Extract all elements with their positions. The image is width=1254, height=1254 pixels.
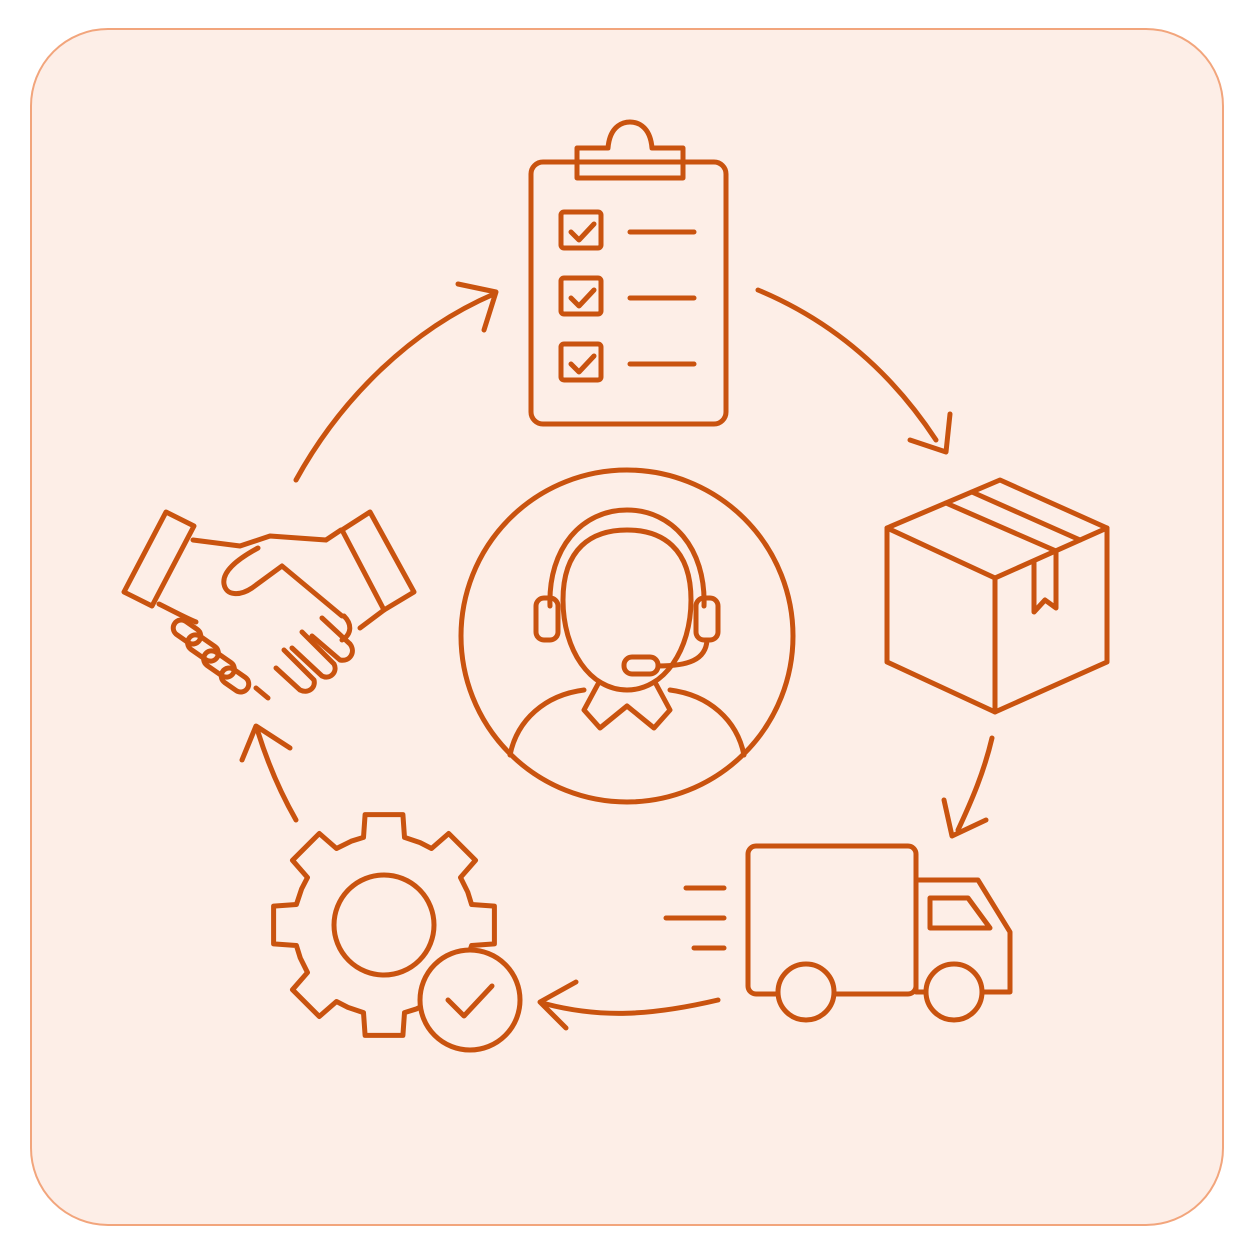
arrow-handshake-to-checklist bbox=[293, 281, 499, 483]
arrow-gear-to-handshake bbox=[239, 723, 299, 823]
diagram-card bbox=[30, 28, 1224, 1226]
arrow-box-to-truck bbox=[941, 735, 995, 839]
arrow-truck-to-gear bbox=[537, 979, 721, 1031]
handshake-icon bbox=[121, 509, 417, 701]
package-box-icon bbox=[884, 477, 1110, 715]
gear-check-icon bbox=[271, 812, 523, 1053]
customer-support-agent-icon bbox=[458, 467, 796, 805]
arrow-checklist-to-box bbox=[755, 287, 953, 455]
delivery-truck-icon bbox=[663, 843, 1013, 1023]
checklist-clipboard-icon bbox=[528, 119, 729, 427]
